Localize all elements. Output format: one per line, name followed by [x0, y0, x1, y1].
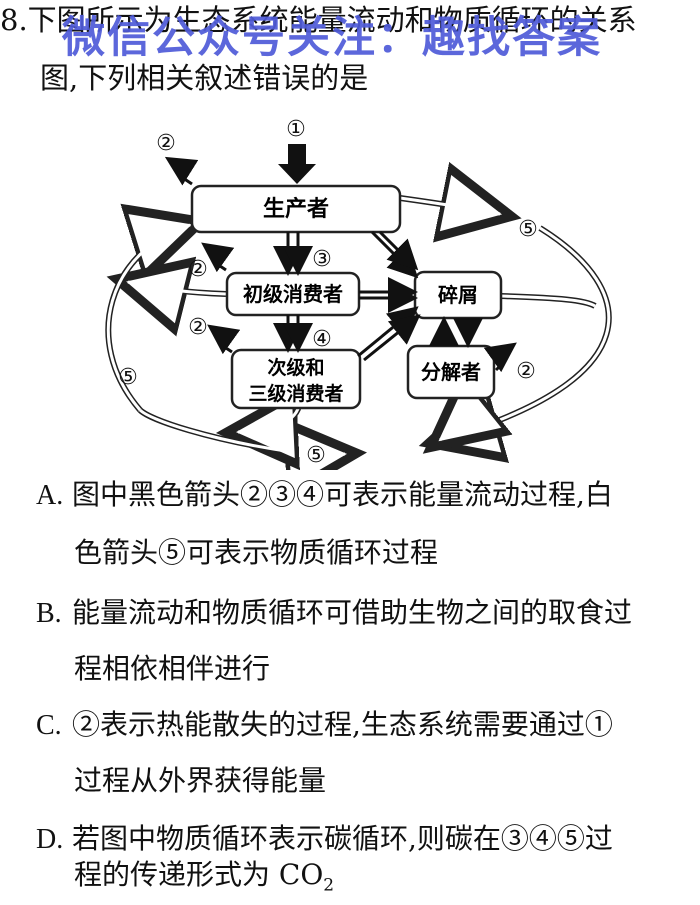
- node-decomposer: 分解者: [406, 344, 496, 400]
- option-d-letter: D.: [36, 824, 64, 855]
- heat-loss-arrows: [164, 156, 517, 373]
- node-detritus-label: 碎屑: [438, 283, 478, 307]
- circled-labels: ① ② ② ② ② ③ ④ ⑤ ⑤ ⑤: [118, 117, 538, 468]
- watermark: 微信公众号关注：趣找答案: [62, 13, 602, 63]
- option-c-letter: C.: [36, 710, 62, 741]
- black-flow-arrows: [273, 230, 483, 362]
- option-c-line-2: 过程从外界获得能量: [74, 764, 327, 797]
- node-secondary-consumer: 次级和 三级消费者: [230, 348, 362, 410]
- black-arrow-1: [278, 144, 316, 184]
- node-decomposer-label: 分解者: [421, 360, 481, 384]
- option-a-text-1: 图中黑色箭头②③④可表示能量流动过程,白: [72, 478, 613, 511]
- option-c-text-1: ②表示热能散失的过程,生态系统需要通过①: [72, 708, 613, 741]
- option-a-line-1: A. 图中黑色箭头②③④可表示能量流动过程,白: [36, 476, 613, 515]
- option-b-line-2: 程相依相伴进行: [74, 652, 271, 685]
- label-2-primary: ②: [188, 257, 208, 282]
- label-5-right: ⑤: [518, 217, 538, 242]
- label-2-secondary: ②: [188, 315, 208, 340]
- node-producer: 生产者: [190, 184, 402, 234]
- question-number: 8.: [0, 3, 28, 37]
- node-secondary-label-1: 次级和: [267, 356, 324, 379]
- option-d-text-2: 程的传递形式为 CO: [74, 858, 324, 891]
- option-b-line-1: B. 能量流动和物质循环可借助生物之间的取食过: [36, 594, 632, 633]
- option-b-letter: B.: [36, 598, 62, 629]
- label-5-left: ⑤: [118, 365, 138, 390]
- option-b-text-1: 能量流动和物质循环可借助生物之间的取食过: [72, 596, 633, 629]
- option-a-letter: A.: [36, 480, 64, 511]
- option-d-line-1: D. 若图中物质循环表示碳循环,则碳在③④⑤过: [36, 820, 613, 859]
- label-1: ①: [286, 117, 306, 142]
- question-stem-line-2: 图,下列相关叙述错误的是: [40, 61, 369, 95]
- question-stem-text-1: 下图所示为生态系统能量流动和物质循环的关系: [27, 3, 637, 37]
- node-primary-label: 初级消费者: [243, 282, 343, 306]
- label-2-producer: ②: [156, 131, 176, 156]
- label-3: ③: [312, 247, 332, 272]
- label-2-decomposer: ②: [516, 359, 536, 384]
- label-4: ④: [312, 327, 332, 352]
- label-5-bottom: ⑤: [306, 443, 326, 468]
- node-primary-consumer: 初级消费者: [225, 271, 361, 317]
- ecosystem-diagram: 生产者 初级消费者 次级和 三级消费者 碎屑 分解者: [105, 117, 612, 470]
- node-producer-label: 生产者: [263, 197, 329, 222]
- node-secondary-label-2: 三级消费者: [248, 382, 343, 405]
- option-a-line-2: 色箭头⑤可表示物质循环过程: [74, 536, 439, 569]
- option-d-line-2: 程的传递形式为 CO2: [74, 856, 334, 905]
- option-c-line-1: C. ②表示热能散失的过程,生态系统需要通过①: [36, 706, 613, 745]
- option-d-subscript: 2: [323, 875, 335, 896]
- question-stem-line-1: 8.下图所示为生态系统能量流动和物质循环的关系: [0, 0, 637, 40]
- option-d-text-1: 若图中物质循环表示碳循环,则碳在③④⑤过: [72, 822, 613, 855]
- node-detritus: 碎屑: [413, 270, 503, 320]
